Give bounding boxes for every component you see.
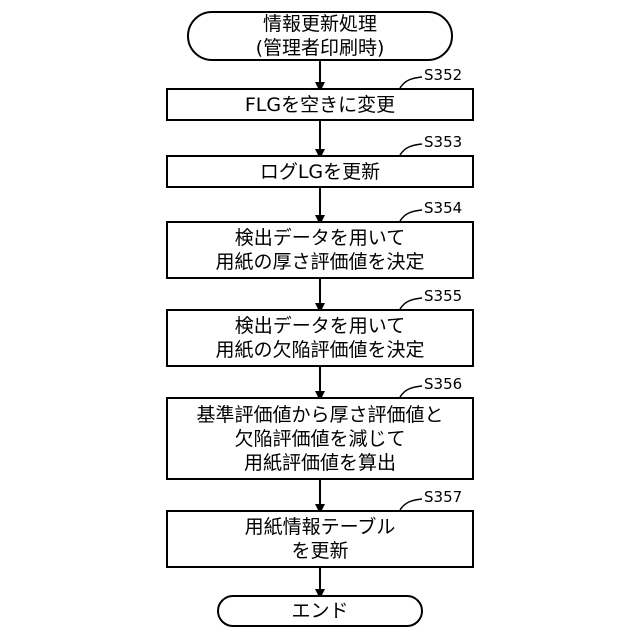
process-box-s353: ログLGを更新	[166, 155, 474, 188]
s356-line-2: 欠陥評価値を減じて	[234, 427, 405, 451]
leader-s352	[400, 77, 422, 88]
s355-line-1: 検出データを用いて	[235, 314, 405, 338]
leader-s357	[400, 499, 422, 510]
s353-line-1: ログLGを更新	[260, 160, 380, 184]
s357-line-2: を更新	[291, 539, 348, 563]
end-terminal: エンド	[217, 595, 423, 627]
leader-s356	[400, 386, 422, 397]
process-box-s356: 基準評価値から厚さ評価値と 欠陥評価値を減じて 用紙評価値を算出	[166, 397, 474, 480]
process-box-s355: 検出データを用いて 用紙の欠陥評価値を決定	[166, 309, 474, 367]
process-box-s352: FLGを空きに変更	[166, 88, 474, 121]
s357-line-1: 用紙情報テーブル	[245, 515, 396, 539]
step-id-s357: S357	[424, 489, 462, 505]
step-id-s352: S352	[424, 67, 462, 83]
leader-s353	[400, 144, 422, 155]
start-line-1: 情報更新処理	[263, 12, 377, 36]
s352-line-1: FLGを空きに変更	[245, 93, 395, 117]
leader-s354	[400, 210, 422, 221]
start-terminal: 情報更新処理 (管理者印刷時)	[187, 11, 453, 61]
step-id-s354: S354	[424, 200, 462, 216]
s355-line-2: 用紙の欠陥評価値を決定	[215, 338, 424, 362]
s356-line-1: 基準評価値から厚さ評価値と	[196, 403, 443, 427]
step-id-s355: S355	[424, 288, 462, 304]
process-box-s357: 用紙情報テーブル を更新	[166, 510, 474, 568]
s356-line-3: 用紙評価値を算出	[244, 451, 396, 475]
leader-s355	[400, 298, 422, 309]
s354-line-1: 検出データを用いて	[235, 226, 405, 250]
end-line-1: エンド	[291, 599, 348, 623]
step-id-s356: S356	[424, 376, 462, 392]
start-line-2: (管理者印刷時)	[256, 36, 385, 60]
s354-line-2: 用紙の厚さ評価値を決定	[215, 250, 424, 274]
step-id-s353: S353	[424, 134, 462, 150]
process-box-s354: 検出データを用いて 用紙の厚さ評価値を決定	[166, 221, 474, 279]
